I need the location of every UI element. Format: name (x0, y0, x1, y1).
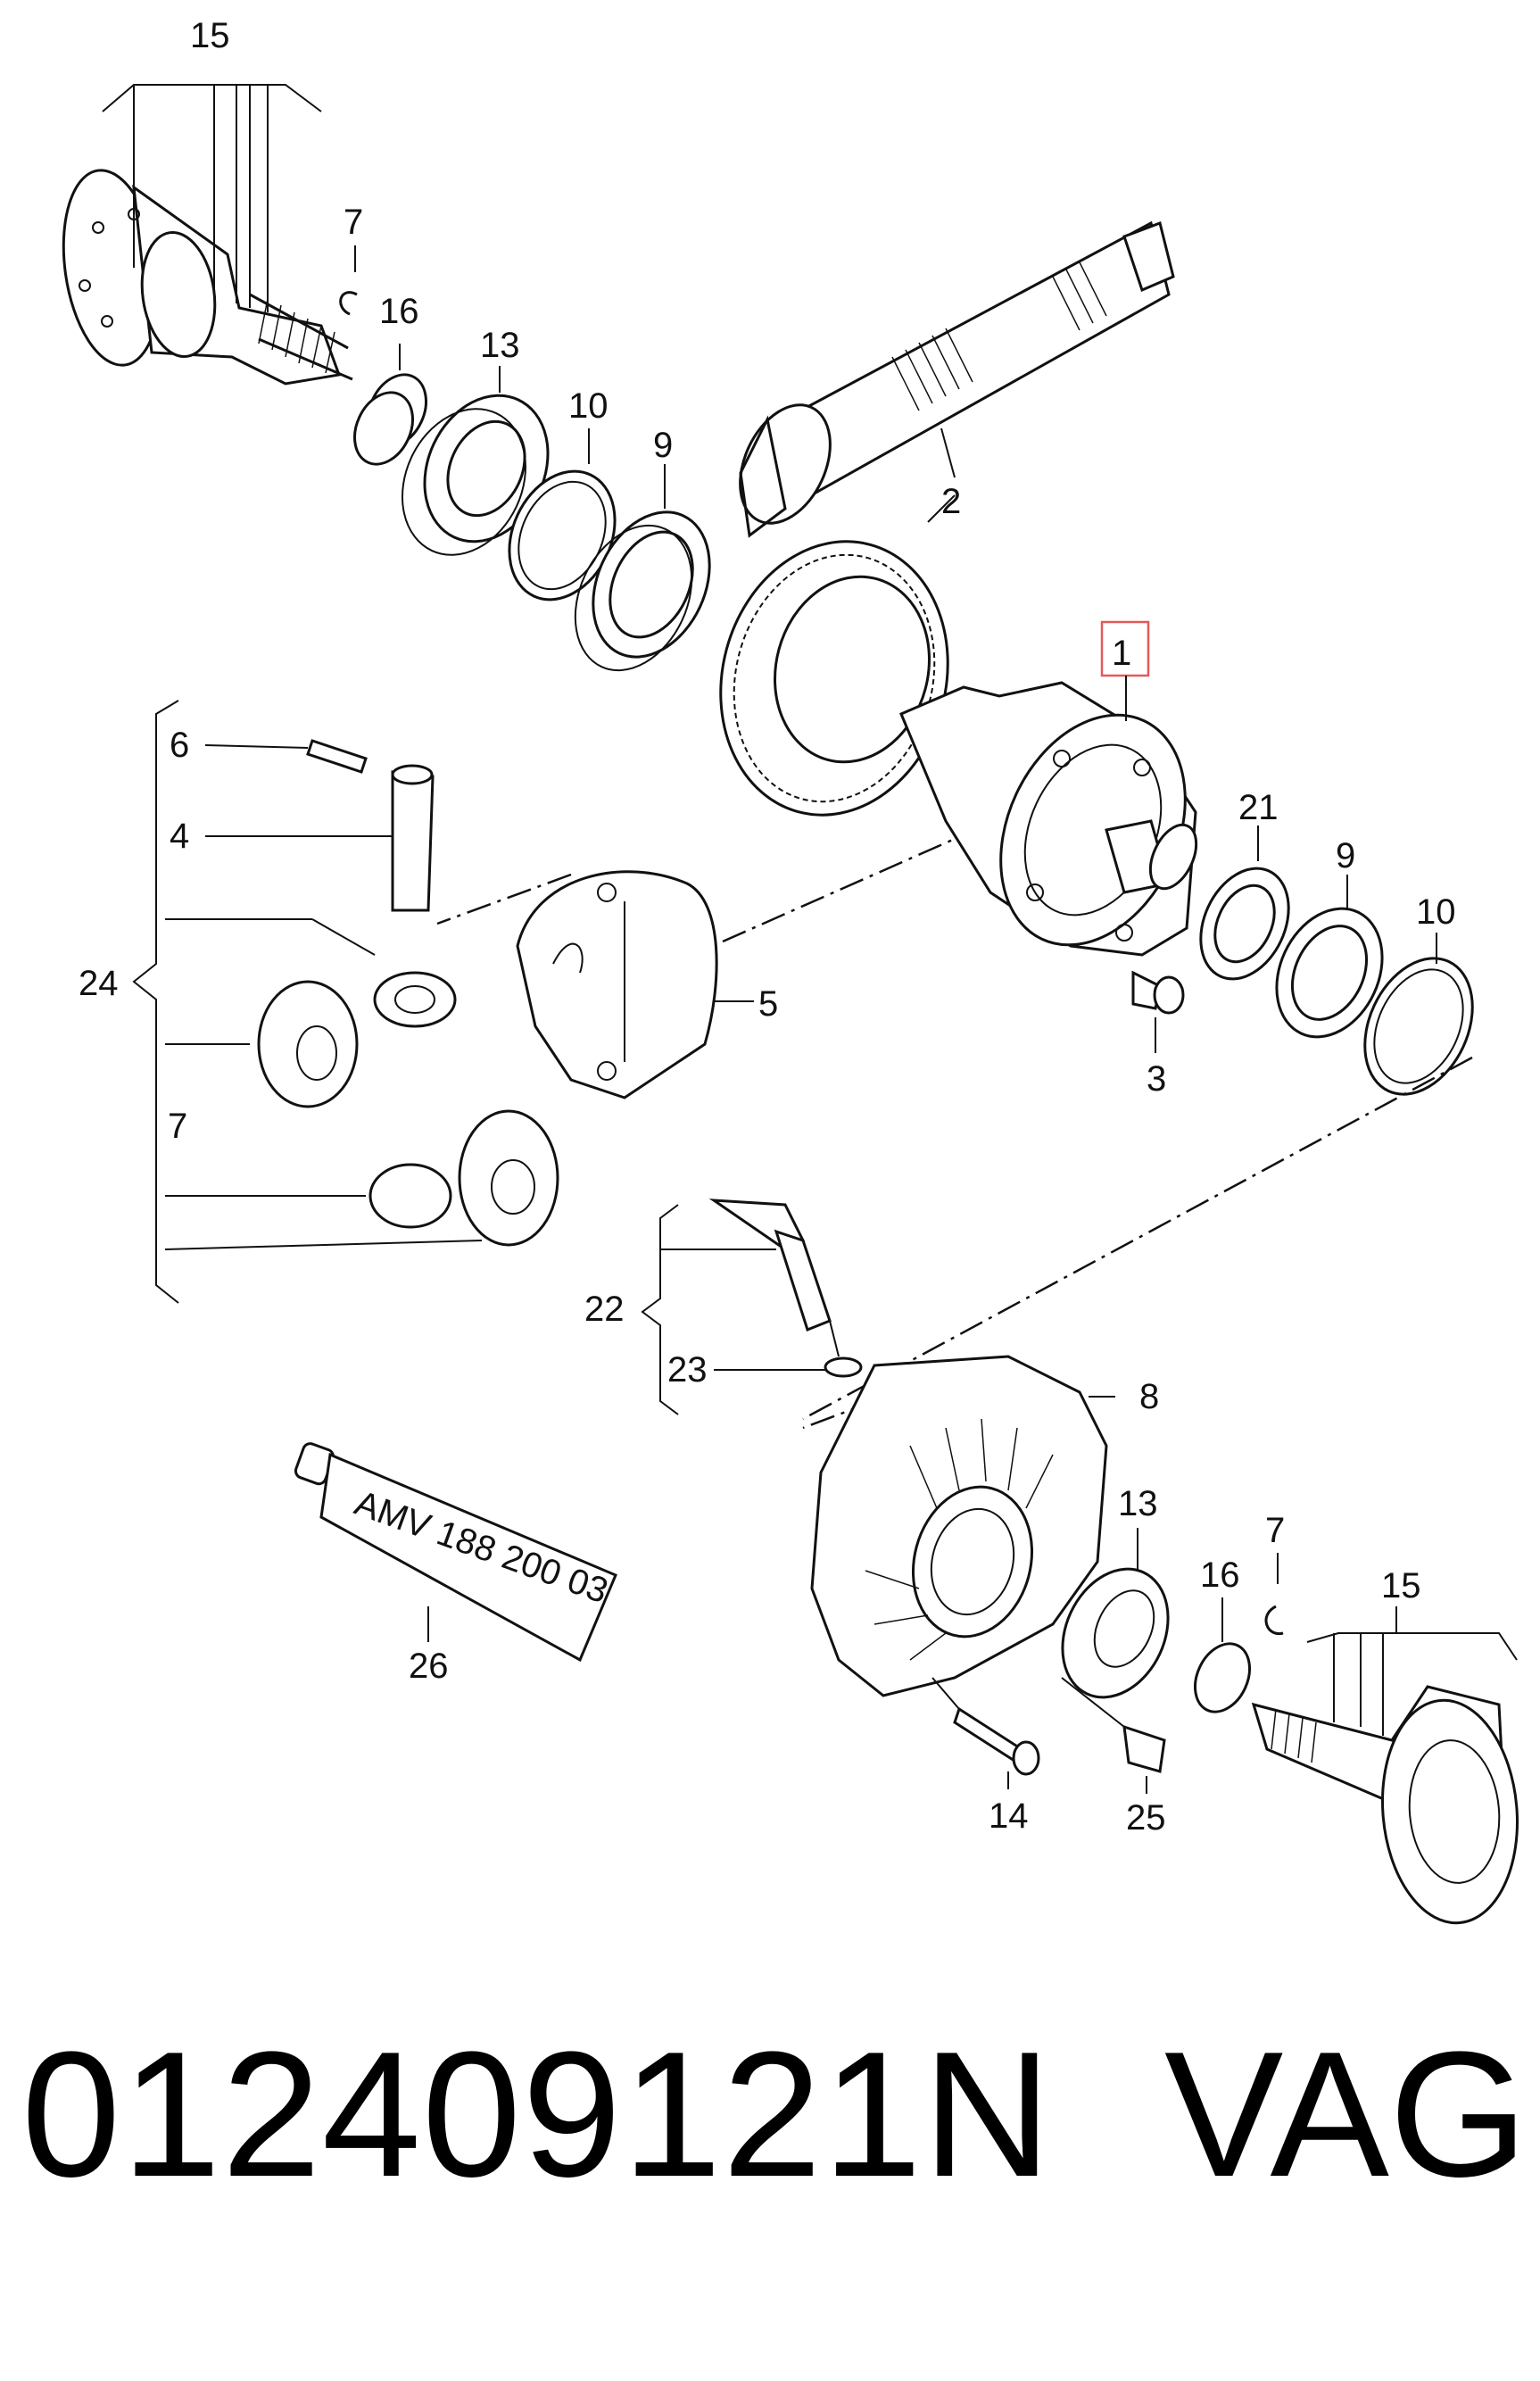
label-13-top: 13 (480, 326, 520, 365)
flange-shaft-bottom (1251, 1685, 1519, 1925)
cross-pin-4 (391, 764, 435, 912)
label-26: 26 (409, 1647, 449, 1686)
speed-sensor (708, 1199, 840, 1357)
label-25: 25 (1126, 1798, 1166, 1838)
label-8: 8 (1139, 1377, 1159, 1416)
pin-6 (306, 739, 368, 774)
label-14: 14 (989, 1796, 1029, 1836)
screw-14 (953, 1706, 1040, 1776)
label-13-bottom: 13 (1118, 1484, 1158, 1523)
differential-housing (899, 681, 1198, 957)
label-21: 21 (1238, 788, 1279, 827)
label-7-bottom: 7 (1265, 1511, 1285, 1550)
bolt-3 (1131, 970, 1185, 1015)
label-22: 22 (584, 1290, 625, 1329)
housing-cover (810, 1355, 1108, 1697)
seal-13-top (402, 394, 550, 556)
circlip-bottom (1264, 1605, 1284, 1636)
label-9-top: 9 (653, 426, 673, 465)
sealant-tube: AMV 188 200 03 (294, 1442, 617, 1663)
planet-gear-small-a (373, 971, 457, 1028)
pinion-shaft (739, 220, 1175, 538)
label-9-right: 9 (1336, 836, 1355, 875)
label-3: 3 (1147, 1059, 1166, 1099)
ring-16-top (353, 373, 427, 466)
label-16-top: 16 (379, 292, 419, 331)
label-2: 2 (941, 482, 961, 521)
plug-25 (1122, 1724, 1166, 1773)
seal-13-bottom (1061, 1567, 1170, 1699)
label-24: 24 (79, 964, 119, 1003)
bearing-9-top (574, 510, 711, 672)
label-16-bottom: 16 (1200, 1556, 1240, 1595)
bearing-9-right (1275, 907, 1384, 1039)
label-4: 4 (170, 817, 189, 856)
brand-name: VAG (1164, 2015, 1528, 2214)
label-10-right: 10 (1416, 892, 1456, 932)
side-gear-left (257, 980, 359, 1108)
flange-shaft-top (62, 169, 353, 386)
differential-case (516, 870, 718, 1099)
part-number: 012409121N (21, 2015, 1053, 2214)
label-5: 5 (758, 984, 778, 1024)
o-ring-23 (824, 1356, 863, 1378)
ring-16-bottom (1194, 1642, 1251, 1713)
bearing-21 (1199, 867, 1290, 981)
label-10-top: 10 (568, 386, 609, 426)
label-6: 6 (170, 726, 189, 765)
circlip-top (339, 291, 358, 316)
label-15-top: 15 (190, 16, 230, 55)
label-23: 23 (667, 1350, 708, 1390)
label-7-mid: 7 (168, 1107, 187, 1146)
label-15-bottom: 15 (1381, 1566, 1421, 1605)
side-gear-right (458, 1109, 559, 1247)
label-1: 1 (1112, 634, 1131, 673)
planet-gear-small-b (368, 1163, 452, 1229)
ring-gear (719, 540, 949, 817)
label-7-top: 7 (344, 203, 363, 242)
